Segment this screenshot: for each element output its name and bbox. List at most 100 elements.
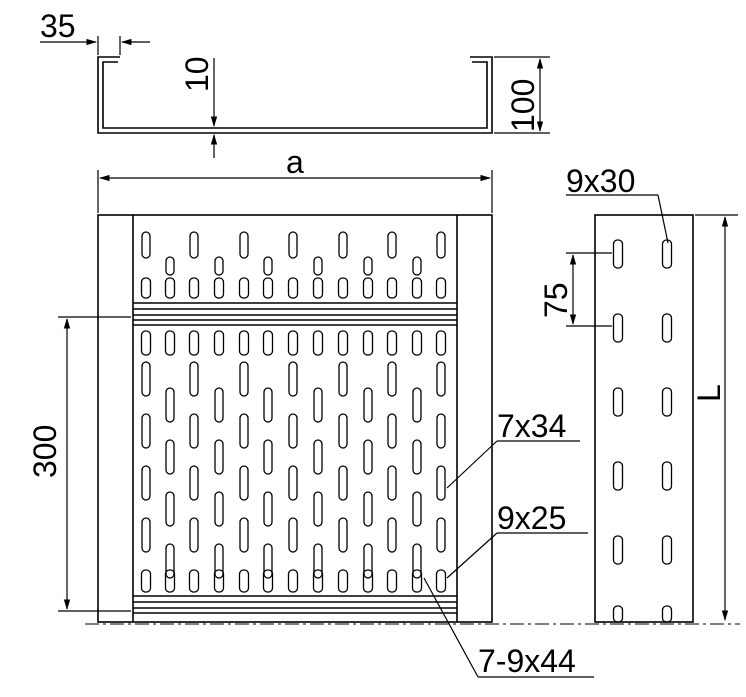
short-slot [362,569,374,593]
side-slot [612,387,624,417]
side-slot [661,461,673,491]
long-slot [165,256,175,276]
long-slot [263,543,273,579]
short-slot [362,277,374,299]
short-slot [435,330,447,356]
short-slot [140,330,152,356]
dim-35-label: 35 [40,8,76,44]
side-slot [661,387,673,417]
long-slot [288,231,298,259]
long-slot [214,491,224,527]
short-slot [386,330,398,356]
long-slot [412,256,422,276]
short-slot [411,277,423,299]
long-slot [338,465,348,501]
long-slot [363,543,373,579]
long-slot [189,465,199,501]
long-slot [436,517,446,553]
short-slot [213,277,225,299]
callout-7-9x44 [423,577,594,678]
short-slot [213,569,225,593]
long-slot [141,413,151,449]
long-slot [436,361,446,397]
long-slot [288,517,298,553]
long-slot [239,465,249,501]
long-slot [141,361,151,397]
short-slot [411,330,423,356]
long-slot [141,517,151,553]
side-slot [612,239,624,269]
hole-7x34-label: 7x34 [497,408,566,444]
tray-slot-pattern [140,231,447,593]
long-slot [436,413,446,449]
short-slot [287,569,299,593]
side-slot-pattern [612,239,673,623]
long-slot [288,413,298,449]
long-slot [436,465,446,501]
long-slot [239,413,249,449]
long-slot [239,231,249,259]
dimension-75 [566,252,612,327]
short-slot [188,330,200,356]
short-slot [238,330,250,356]
long-slot [288,361,298,397]
short-slot [140,277,152,299]
long-slot [263,387,273,423]
side-view [594,214,694,623]
short-slot [435,569,447,593]
long-slot [239,517,249,553]
long-slot [338,517,348,553]
short-slot [238,277,250,299]
short-slot [164,330,176,356]
short-slot [188,277,200,299]
long-slot [141,465,151,501]
cross-section-view [97,56,493,134]
short-slot [337,277,349,299]
short-slot [386,569,398,593]
short-slot [287,330,299,356]
long-slot [313,439,323,475]
callout-9x25 [446,532,588,579]
hole-9x25-label: 9x25 [497,500,566,536]
short-slot [337,330,349,356]
dim-300-label: 300 [27,425,63,478]
long-slot [363,439,373,475]
long-slot [165,543,175,579]
dimension-300 [58,316,131,612]
side-slot [612,605,624,623]
long-slot [189,231,199,259]
long-slot [387,231,397,259]
callout-7x34 [446,440,580,489]
long-slot [338,361,348,397]
dim-L-label: L [691,384,727,402]
long-slot [412,491,422,527]
short-slot [262,277,274,299]
side-slot [661,605,673,623]
short-slot [164,569,176,593]
short-slot [386,277,398,299]
long-slot [436,231,446,259]
hole-7-9x44-label: 7-9x44 [478,643,576,679]
dimension-a [97,170,493,213]
long-slot [412,439,422,475]
long-slot [165,387,175,423]
long-slot [363,387,373,423]
dim-10-label: 10 [179,56,215,92]
long-slot [412,543,422,579]
side-slot [612,313,624,343]
short-slot [435,277,447,299]
short-slot [238,569,250,593]
short-slot [312,330,324,356]
dimension-35 [40,36,150,55]
long-slot [214,439,224,475]
long-slot [387,517,397,553]
long-slot [338,231,348,259]
short-slot [140,569,152,593]
long-slot [313,387,323,423]
callout-9x30 [566,194,669,244]
plan-view [97,214,493,623]
short-slot [262,330,274,356]
long-slot [263,256,273,276]
short-slot [312,569,324,593]
long-slot [141,231,151,259]
